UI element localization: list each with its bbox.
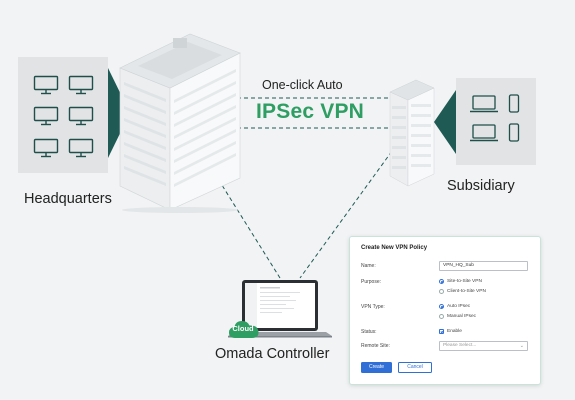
- purpose-radio-site-to-site[interactable]: [439, 279, 444, 284]
- laptop-icon: [469, 94, 499, 114]
- cloud-badge-label: Cloud: [232, 324, 254, 333]
- link-label-main: IPSec VPN: [256, 100, 365, 123]
- purpose-label: Purpose:: [361, 279, 382, 285]
- office-building-icon: [388, 76, 438, 193]
- vpn-type-option-manual: Manual IPsec: [447, 314, 477, 319]
- purpose-option-client-to-site: Client-to-Site VPN: [447, 289, 486, 294]
- desktop-monitor-icon: [68, 75, 94, 95]
- link-label-top: One-click Auto: [262, 78, 343, 92]
- desktop-monitor-icon: [33, 75, 59, 95]
- remote-site-label: Remote Site:: [361, 343, 390, 349]
- name-label: Name:: [361, 263, 376, 269]
- laptop-icon: [469, 123, 499, 143]
- controller-link-sub: [299, 139, 401, 279]
- desktop-monitor-icon: [33, 106, 59, 126]
- desktop-monitor-icon: [68, 138, 94, 158]
- headquarters-label: Headquarters: [24, 191, 112, 207]
- form-title: Create New VPN Policy: [361, 245, 428, 251]
- subsidiary-panel-pointer: [434, 90, 456, 154]
- remote-site-placeholder: Please Select...: [443, 343, 477, 348]
- vpn-policy-form: Create New VPN Policy Name: VPN_HQ_Sub P…: [349, 236, 541, 385]
- controller-label: Omada Controller: [215, 346, 330, 362]
- vpn-type-radio-auto[interactable]: [439, 304, 444, 309]
- purpose-radio-client-to-site[interactable]: [439, 289, 444, 294]
- vpn-type-label: VPN Type:: [361, 304, 385, 310]
- smartphone-icon: [508, 123, 520, 143]
- smartphone-icon: [508, 94, 520, 114]
- vpn-type-radio-manual[interactable]: [439, 314, 444, 319]
- status-label: Status:: [361, 329, 377, 335]
- cloud-icon: [228, 318, 260, 345]
- chevron-down-icon: ⌄: [519, 343, 524, 349]
- subsidiary-devices-panel: [456, 78, 536, 165]
- status-value: Enable: [447, 329, 462, 334]
- hq-devices-panel: [18, 57, 108, 173]
- vpn-type-option-auto: Auto IPsec: [447, 304, 471, 309]
- status-checkbox[interactable]: [439, 329, 444, 334]
- desktop-monitor-icon: [33, 138, 59, 158]
- office-building-icon: [118, 18, 243, 218]
- remote-site-select[interactable]: Please Select... ⌄: [439, 341, 528, 351]
- controller-laptop-icon: [228, 278, 332, 343]
- create-button[interactable]: Create: [361, 362, 392, 373]
- name-field[interactable]: VPN_HQ_Sub: [439, 261, 528, 271]
- subsidiary-label: Subsidiary: [447, 178, 515, 194]
- cancel-button[interactable]: Cancel: [398, 362, 432, 373]
- purpose-option-site-to-site: Site-to-Site VPN: [447, 279, 482, 284]
- desktop-monitor-icon: [68, 106, 94, 126]
